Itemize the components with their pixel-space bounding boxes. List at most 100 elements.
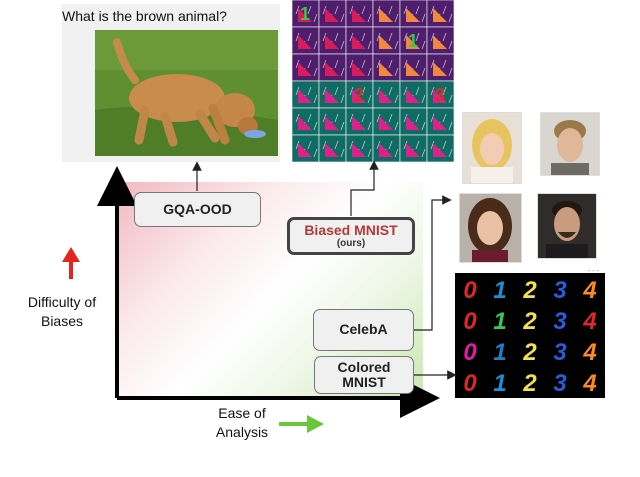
colored-mnist-digit: 4 xyxy=(582,277,596,304)
texture-dash xyxy=(367,148,372,158)
texture-dash xyxy=(421,40,426,50)
texture-dash xyxy=(334,59,339,69)
texture-dash xyxy=(307,86,312,96)
texture-dash xyxy=(349,140,354,150)
texture-dash xyxy=(313,40,318,50)
texture-dash xyxy=(361,86,366,96)
bias-shape xyxy=(352,62,366,76)
texture-dash xyxy=(448,40,453,50)
texture-dash xyxy=(367,67,372,77)
colored-mnist-digit: 1 xyxy=(493,308,506,335)
celeba-box: CelebA xyxy=(313,309,414,351)
texture-dash xyxy=(430,140,435,150)
texture-dash xyxy=(367,121,372,131)
bearded-man-face-icon xyxy=(537,193,597,259)
texture-dash xyxy=(442,113,447,123)
bias-shape xyxy=(379,89,393,103)
texture-dash xyxy=(295,140,300,150)
bias-shape xyxy=(325,8,339,22)
texture-dash xyxy=(334,113,339,123)
texture-dash xyxy=(307,32,312,42)
texture-dash xyxy=(349,32,354,42)
colored-mnist-digit: 1 xyxy=(493,370,506,397)
biased-mnist-title: Biased MNIST xyxy=(304,221,398,238)
dog-photo-icon xyxy=(95,30,278,156)
bias-shape xyxy=(352,8,366,22)
colored-mnist-digit: 3 xyxy=(553,370,567,397)
texture-dash xyxy=(448,148,453,158)
texture-dash xyxy=(295,32,300,42)
texture-dash xyxy=(415,86,420,96)
texture-dash xyxy=(448,94,453,104)
colored-mnist-digit: 3 xyxy=(553,308,567,335)
colored-mnist-digit: 4 xyxy=(582,339,596,366)
bias-shape xyxy=(433,8,447,22)
texture-dash xyxy=(334,86,339,96)
texture-dash xyxy=(448,121,453,131)
texture-dash xyxy=(415,113,420,123)
texture-dash xyxy=(430,32,435,42)
texture-dash xyxy=(394,121,399,131)
texture-dash xyxy=(394,94,399,104)
texture-dash xyxy=(394,148,399,158)
texture-dash xyxy=(322,59,327,69)
bias-shape xyxy=(352,143,366,157)
texture-dash xyxy=(313,94,318,104)
texture-dash xyxy=(307,140,312,150)
texture-dash xyxy=(349,5,354,15)
young-man-face-icon xyxy=(540,112,600,176)
colored-mnist-digit: 0 xyxy=(463,339,477,366)
texture-dash xyxy=(340,13,345,23)
bias-shape xyxy=(325,143,339,157)
bias-shape xyxy=(352,89,366,103)
difficulty-up-arrow-icon xyxy=(62,247,80,279)
colored-mnist-digit: 0 xyxy=(463,277,477,304)
texture-dash xyxy=(394,13,399,23)
texture-dash xyxy=(307,113,312,123)
texture-dash xyxy=(430,86,435,96)
brunette-woman-face-icon xyxy=(459,193,522,263)
bias-shape xyxy=(433,62,447,76)
texture-dash xyxy=(349,113,354,123)
biased-mnist-cell xyxy=(426,107,455,136)
texture-dash xyxy=(403,32,408,42)
texture-dash xyxy=(376,5,381,15)
texture-dash xyxy=(361,59,366,69)
biased-mnist-box: Biased MNIST (ours) xyxy=(287,217,415,255)
texture-dash xyxy=(421,121,426,131)
texture-dash xyxy=(361,113,366,123)
y-axis-label: Difficulty of Biases xyxy=(14,293,110,331)
texture-dash xyxy=(340,121,345,131)
texture-dash xyxy=(403,59,408,69)
texture-dash xyxy=(349,59,354,69)
colored-mnist-line2: MNIST xyxy=(342,374,386,390)
texture-dash xyxy=(430,59,435,69)
texture-dash xyxy=(415,32,420,42)
texture-dash xyxy=(340,40,345,50)
bias-shape xyxy=(406,89,420,103)
texture-dash xyxy=(313,121,318,131)
texture-dash xyxy=(307,59,312,69)
bias-shape xyxy=(379,62,393,76)
bias-shape xyxy=(379,8,393,22)
texture-dash xyxy=(403,5,408,15)
bias-shape xyxy=(298,35,312,49)
texture-dash xyxy=(376,86,381,96)
texture-dash xyxy=(421,67,426,77)
texture-dash xyxy=(430,113,435,123)
texture-dash xyxy=(367,40,372,50)
x-axis-label-line2: Analysis xyxy=(215,423,269,440)
texture-dash xyxy=(313,67,318,77)
x-axis-label: Ease of Analysis xyxy=(196,404,288,442)
texture-dash xyxy=(313,13,318,23)
colored-mnist-digit: 4 xyxy=(582,308,596,335)
biased-mnist-cell xyxy=(345,134,374,163)
colored-mnist-digit: 0 xyxy=(463,308,477,335)
texture-dash xyxy=(322,86,327,96)
texture-dash xyxy=(403,86,408,96)
bias-shape xyxy=(406,8,420,22)
bias-shape xyxy=(325,89,339,103)
texture-dash xyxy=(334,140,339,150)
